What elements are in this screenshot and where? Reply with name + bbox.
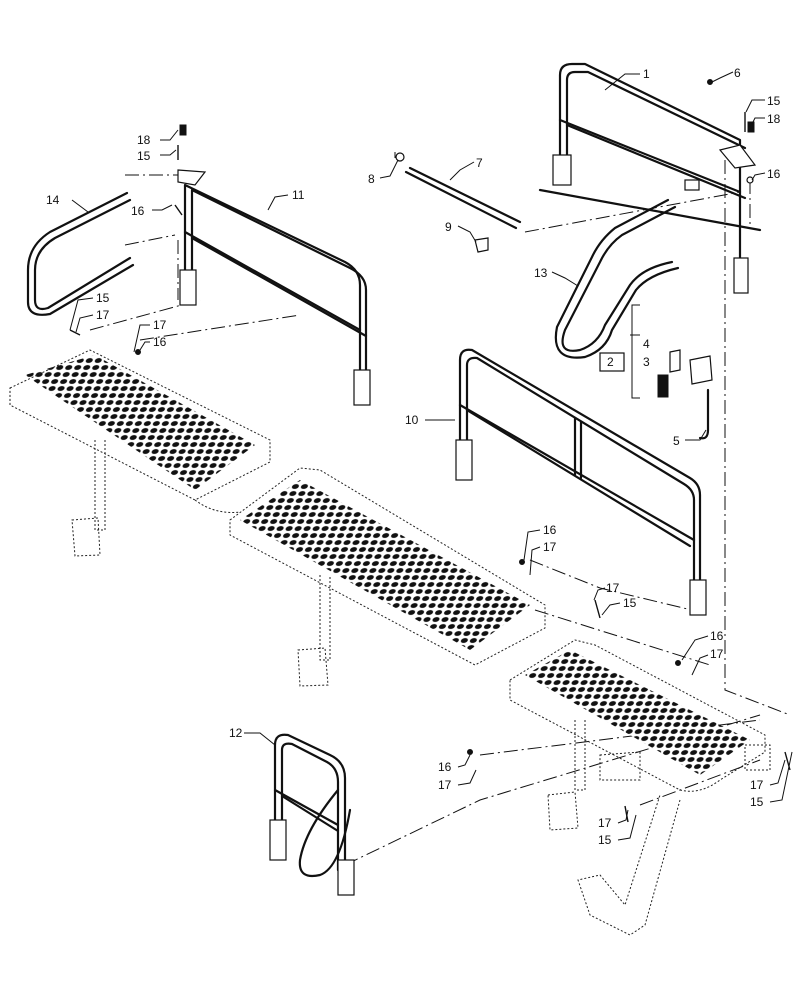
clip: [474, 237, 489, 253]
curved-grab-handle: [554, 198, 680, 359]
callout-5: 5: [673, 434, 680, 448]
guardrail-front-right: [455, 348, 707, 616]
callout-17-mid: 17: [543, 540, 557, 554]
callout-18: 18: [767, 112, 781, 126]
callout-11: 11: [292, 188, 305, 202]
callout-12: 12: [229, 726, 243, 740]
callout-3: 3: [643, 355, 650, 369]
callout-9: 9: [445, 220, 452, 234]
short-curved-handle: [26, 191, 135, 316]
callout-15-corner: 15: [750, 795, 764, 809]
leader-lines: [69, 71, 793, 841]
callout-4: 4: [643, 337, 650, 351]
callout-2: 2: [607, 355, 614, 369]
callout-16-mid: 16: [543, 523, 557, 537]
ladder-handrail: [269, 733, 355, 896]
callout-17-mid-b: 17: [606, 581, 620, 595]
callout-17-front: 17: [438, 778, 452, 792]
rod: [395, 152, 522, 230]
bracket-kit: [599, 304, 713, 399]
callout-17-deck-b: 17: [153, 318, 167, 332]
callout-13: 13: [534, 266, 548, 280]
kit-box: [599, 352, 625, 372]
callout-1: 1: [643, 67, 650, 81]
callout-15-mid: 15: [623, 596, 637, 610]
callout-7: 7: [476, 156, 483, 170]
callout-15-lower: 15: [598, 833, 612, 847]
callout-10: 10: [405, 413, 419, 427]
guardrail-upper-right: [538, 62, 762, 294]
callout-16-right: 16: [710, 629, 724, 643]
callout-16-left: 16: [131, 204, 145, 218]
hardware: [69, 79, 791, 823]
callout-18-left: 18: [137, 133, 151, 147]
callout-16-deck: 16: [153, 335, 167, 349]
callout-15-left: 15: [137, 149, 151, 163]
callout-17-lower: 17: [598, 816, 612, 830]
callout-16-front: 16: [438, 760, 452, 774]
callout-17-corner: 17: [750, 778, 764, 792]
deck-middle: [194, 467, 546, 687]
guardrail-left-rear: [177, 169, 371, 406]
callout-8: 8: [368, 172, 375, 186]
callout-6: 6: [734, 66, 741, 80]
deck-right: [509, 639, 771, 936]
callout-16: 16: [767, 167, 781, 181]
callout-14: 14: [46, 193, 60, 207]
callout-labels: 1 6 15 18 16 7 8 9 13 2 4 3 5 18 15 16 1…: [46, 66, 781, 847]
callout-15-deck: 15: [96, 291, 110, 305]
deck-left: [9, 349, 271, 557]
hook-pin: [698, 388, 710, 440]
callout-17-deck: 17: [96, 308, 110, 322]
callout-17-right: 17: [710, 647, 724, 661]
callout-15: 15: [767, 94, 781, 108]
